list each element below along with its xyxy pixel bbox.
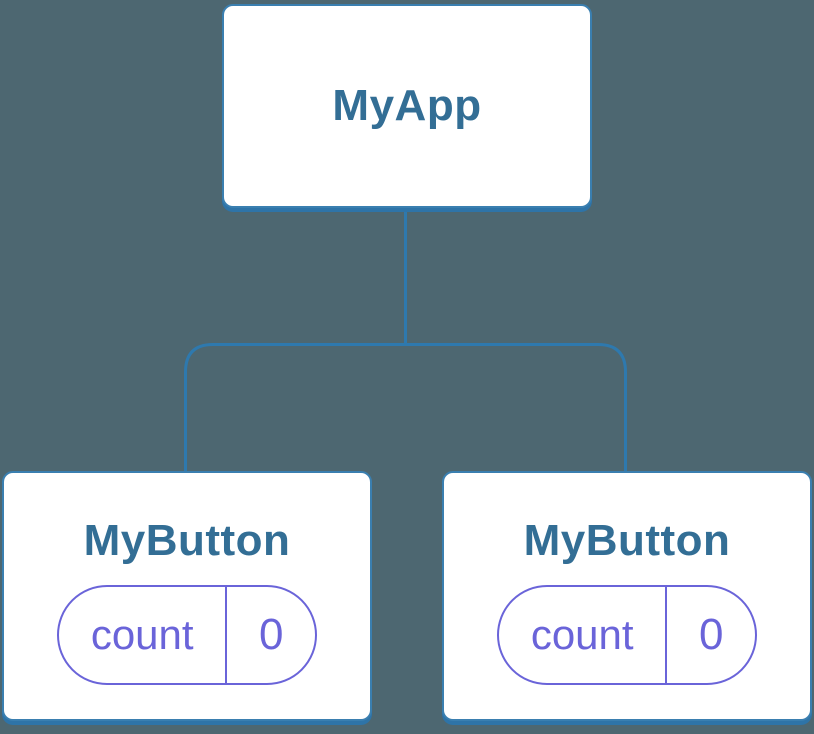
state-pill-right: count 0 [497,585,757,686]
node-mybutton-right: MyButton count 0 [442,471,812,721]
node-myapp-label: MyApp [332,80,482,130]
node-mybutton-left-label: MyButton [83,516,291,565]
node-mybutton-left: MyButton count 0 [2,471,372,721]
state-value-label: 0 [698,610,724,660]
state-key-label: count [90,611,194,659]
state-key-label: count [530,611,634,659]
state-pill-left: count 0 [57,585,317,686]
state-value-section: 0 [225,587,315,684]
state-key-section: count [59,587,225,683]
node-mybutton-right-label: MyButton [523,516,731,565]
connector-branch [184,343,627,474]
state-key-section: count [499,587,665,683]
state-value-section: 0 [665,587,755,684]
state-value-label: 0 [258,610,284,660]
node-myapp: MyApp [222,4,592,208]
